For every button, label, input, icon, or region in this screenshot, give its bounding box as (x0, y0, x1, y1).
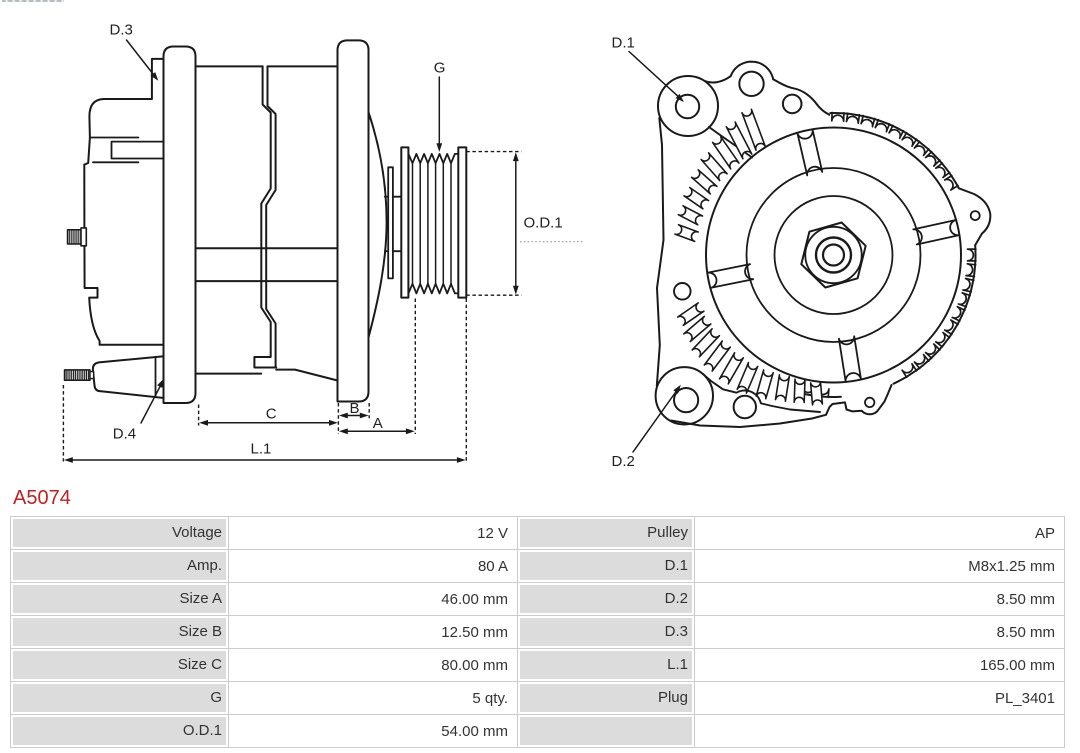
svg-text:A: A (373, 415, 383, 432)
svg-text:D.4: D.4 (113, 426, 136, 443)
svg-text:G: G (434, 59, 446, 76)
svg-text:O.D.1: O.D.1 (524, 215, 563, 232)
svg-text:D.1: D.1 (612, 35, 635, 52)
svg-text:B: B (350, 400, 360, 417)
svg-text:L.1: L.1 (251, 441, 272, 458)
svg-text:D.2: D.2 (612, 453, 635, 470)
svg-text:D.3: D.3 (110, 22, 133, 39)
svg-text:C: C (266, 406, 277, 423)
